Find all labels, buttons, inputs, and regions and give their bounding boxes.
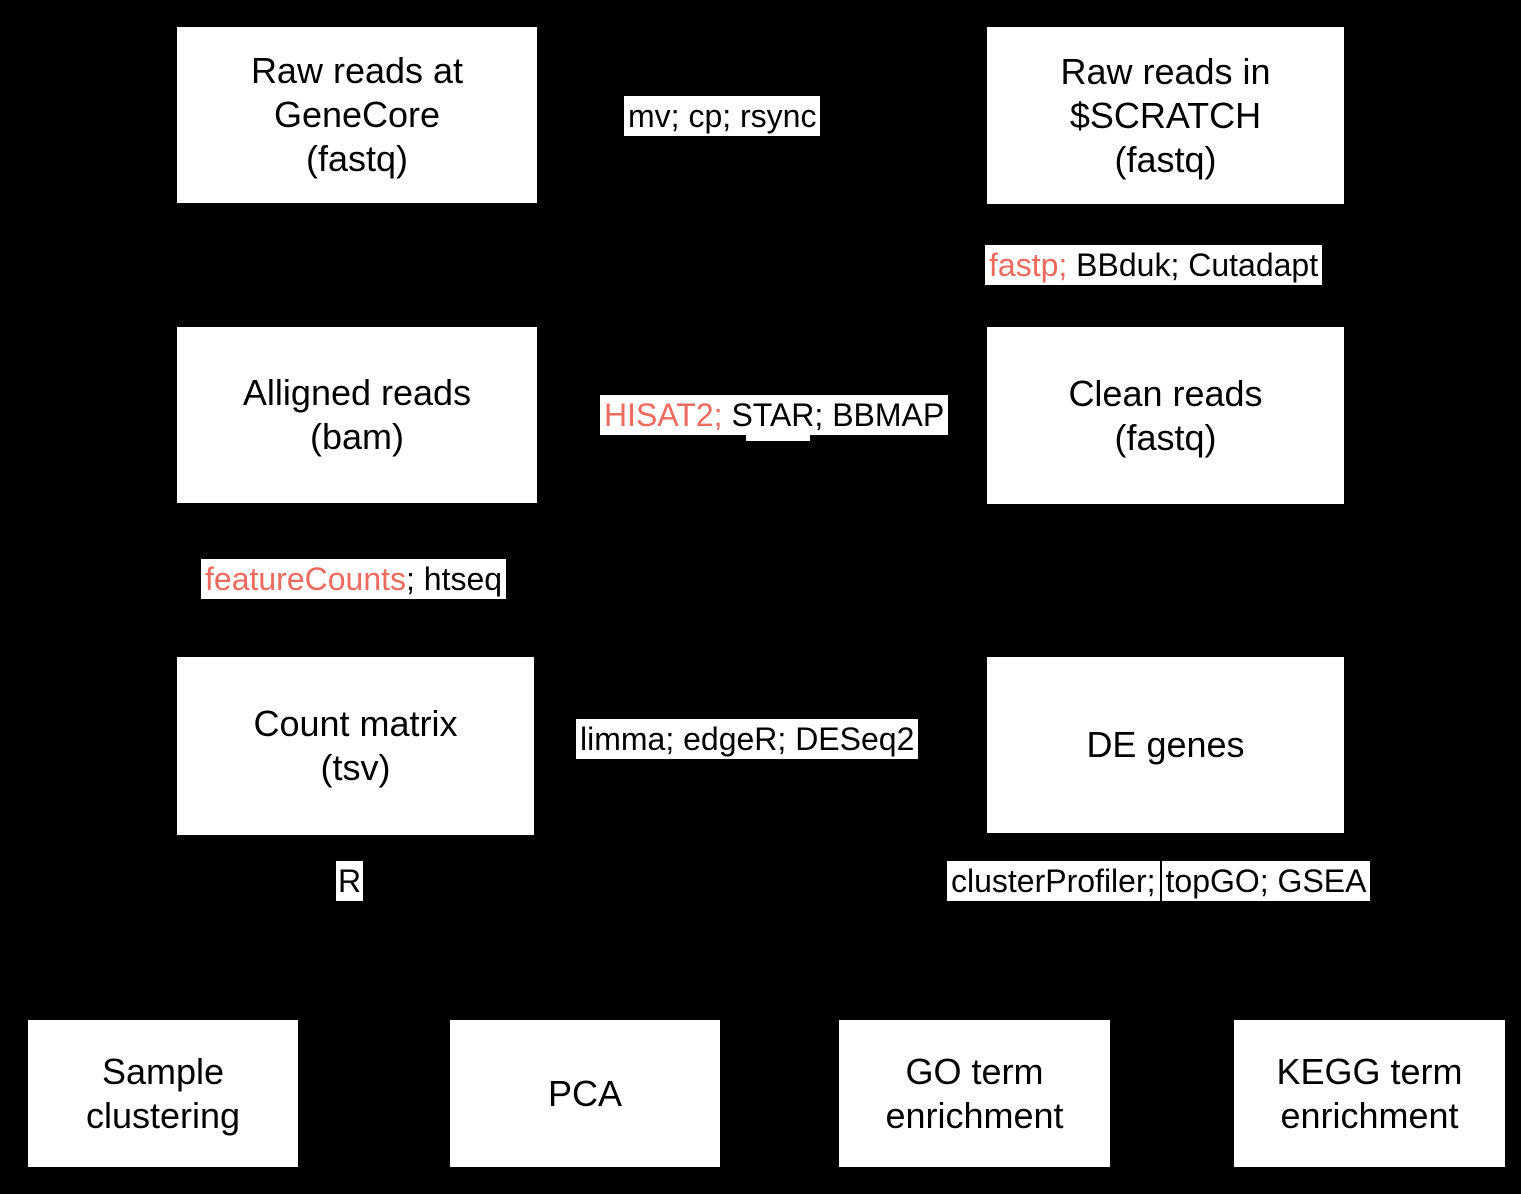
- node-line: GeneCore: [273, 94, 441, 135]
- node-kegg-term-enrichment: KEGG term enrichment: [1234, 1020, 1505, 1167]
- tool-name-highlighted: fastp;: [989, 247, 1068, 283]
- node-de-genes: DE genes: [987, 657, 1344, 833]
- node-alligned-reads: Alligned reads (bam): [177, 327, 537, 503]
- node-clean-reads: Clean reads (fastq): [987, 327, 1344, 504]
- edge-label-transfer-tools: mv; cp; rsync: [624, 96, 821, 136]
- edge-label-enrichment-tools: clusterProfiler; topGO; GSEA: [947, 861, 1371, 901]
- node-line: DE genes: [1086, 724, 1245, 765]
- node-raw-reads-scratch: Raw reads in $SCRATCH (fastq): [987, 27, 1344, 204]
- tool-name: limma; edgeR; DESeq2: [580, 721, 915, 757]
- node-sample-clustering: Sample clustering: [28, 1020, 298, 1167]
- node-line: (fastq): [305, 138, 409, 179]
- node-line: enrichment: [885, 1094, 1064, 1136]
- node-line: Alligned reads: [242, 372, 472, 413]
- edge-label-de-analysis-tools: limma; edgeR; DESeq2: [576, 719, 919, 759]
- node-line: clustering: [85, 1094, 241, 1136]
- tool-name: R: [338, 863, 362, 899]
- node-pca: PCA: [450, 1020, 720, 1167]
- tool-name-highlighted: HISAT2;: [604, 397, 723, 433]
- node-line: Sample: [101, 1050, 225, 1092]
- node-line: enrichment: [1280, 1094, 1459, 1136]
- tool-name-highlighted: featureCounts: [205, 561, 407, 597]
- node-line: Clean reads: [1068, 372, 1263, 414]
- tool-name: clusterProfiler;: [947, 861, 1160, 901]
- node-raw-reads-genecore: Raw reads at GeneCore (fastq): [177, 27, 537, 203]
- node-go-term-enrichment: GO term enrichment: [839, 1020, 1110, 1167]
- edge-label-alignment-tools: HISAT2; STAR; BBMAP: [600, 395, 949, 435]
- tool-name: ; htseq: [406, 561, 503, 597]
- edge-label-r-tool: R: [336, 861, 364, 901]
- node-line: KEGG term: [1276, 1050, 1463, 1092]
- node-line: $SCRATCH: [1069, 94, 1262, 136]
- edge-label-counting-tools: featureCounts; htseq: [201, 559, 507, 599]
- node-line: (fastq): [1114, 138, 1217, 180]
- node-line: Count matrix: [253, 703, 458, 744]
- edge-label-trimming-tools: fastp; BBduk; Cutadapt: [985, 245, 1323, 285]
- node-line: (tsv): [320, 747, 391, 788]
- node-count-matrix: Count matrix (tsv): [177, 657, 534, 835]
- tool-name: topGO; GSEA: [1161, 861, 1371, 901]
- tool-name: STAR; BBMAP: [722, 397, 945, 433]
- tool-name: mv; cp; rsync: [628, 98, 817, 134]
- node-line: PCA: [547, 1072, 623, 1114]
- node-line: Raw reads in: [1060, 50, 1271, 92]
- node-line: GO term: [905, 1050, 1044, 1092]
- node-line: Raw reads at: [250, 50, 464, 91]
- node-line: (fastq): [1114, 416, 1217, 458]
- tool-name: BBduk; Cutadapt: [1067, 247, 1319, 283]
- edge-label-notch: [746, 434, 810, 441]
- node-line: (bam): [309, 416, 404, 457]
